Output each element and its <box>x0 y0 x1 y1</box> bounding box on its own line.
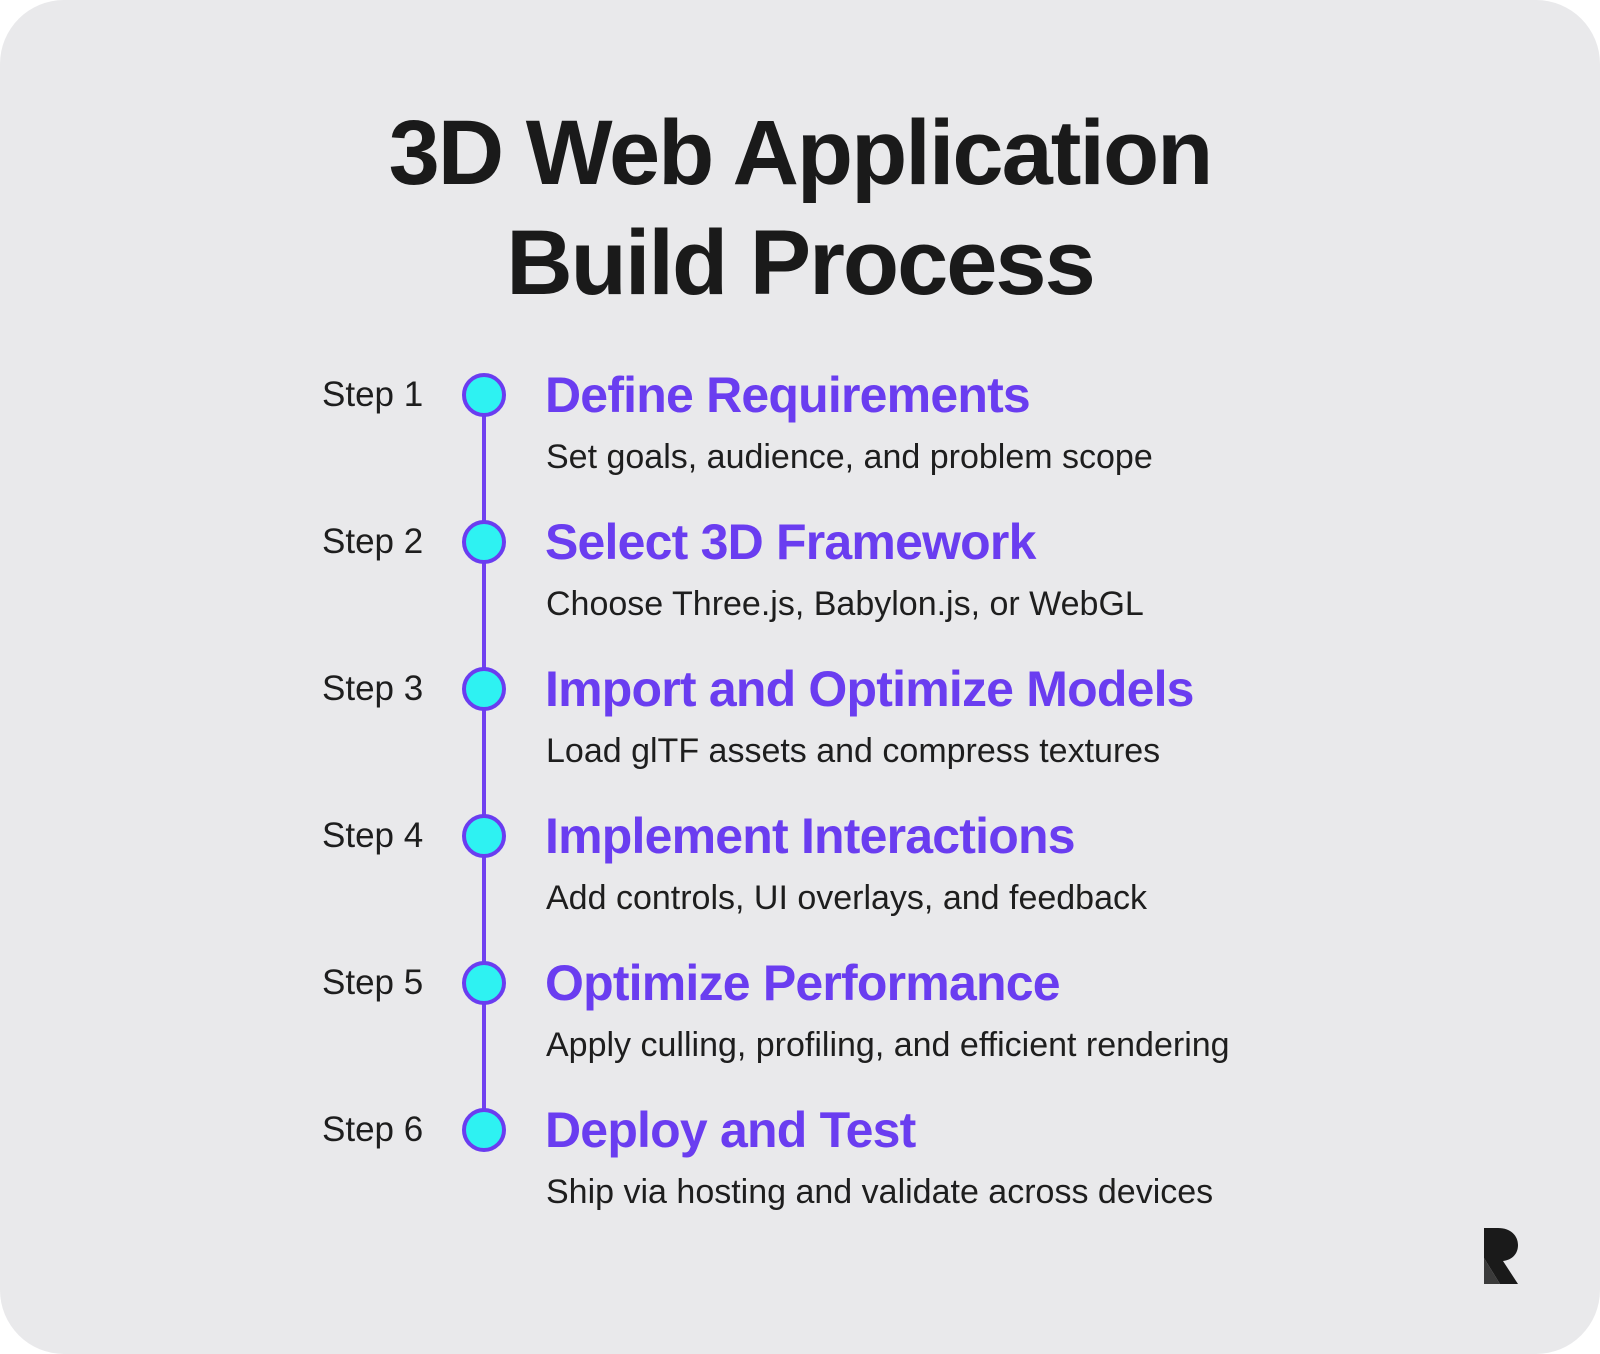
step-label: Step 1 <box>322 375 424 414</box>
step-node-icon <box>462 373 506 417</box>
step-label: Step 4 <box>322 816 424 855</box>
step-label: Step 6 <box>322 1110 424 1149</box>
step-node-icon <box>462 1108 506 1152</box>
step-node-icon <box>462 961 506 1005</box>
step-description: Add controls, UI overlays, and feedback <box>546 879 1147 917</box>
page-title: 3D Web Application Build Process <box>0 98 1600 318</box>
step-title: Optimize Performance <box>545 955 1061 1011</box>
step-node-icon <box>462 520 506 564</box>
step-title: Define Requirements <box>545 367 1031 423</box>
step-description: Apply culling, profiling, and efficient … <box>546 1026 1230 1064</box>
title-line-1: 3D Web Application <box>388 102 1214 204</box>
step-title: Implement Interactions <box>545 808 1076 864</box>
step-node-icon <box>462 814 506 858</box>
timeline-line <box>482 395 486 1131</box>
step-label: Step 3 <box>322 669 424 708</box>
title-line-2: Build Process <box>506 212 1096 314</box>
step-title: Select 3D Framework <box>545 514 1036 570</box>
step-description: Choose Three.js, Babylon.js, or WebGL <box>546 585 1144 623</box>
step-description: Set goals, audience, and problem scope <box>546 438 1153 476</box>
step-description: Load glTF assets and compress textures <box>546 732 1161 770</box>
step-title: Import and Optimize Models <box>545 661 1194 717</box>
step-label: Step 5 <box>322 963 424 1002</box>
step-description: Ship via hosting and validate across dev… <box>546 1173 1214 1211</box>
step-label: Step 2 <box>322 522 424 561</box>
r-logo-icon <box>1484 1228 1518 1284</box>
step-node-icon <box>462 667 506 711</box>
step-title: Deploy and Test <box>545 1102 916 1158</box>
